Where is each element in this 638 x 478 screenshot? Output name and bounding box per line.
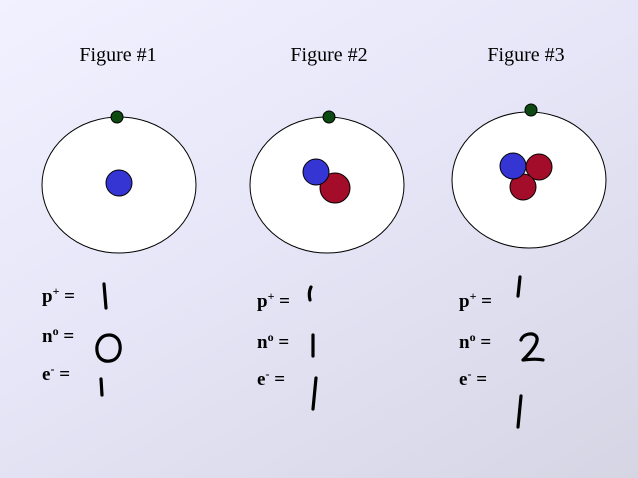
electron xyxy=(322,110,336,124)
figure-1-proton-answer xyxy=(102,282,108,310)
figure-1-neutron-answer xyxy=(95,333,122,363)
figure-3-proton-label: p+ = xyxy=(459,289,492,312)
electron xyxy=(110,110,124,124)
figure-3-proton-answer xyxy=(516,275,522,298)
figure-1-electron-label: e- = xyxy=(42,362,71,385)
figure-2-proton-answer xyxy=(307,285,313,302)
nucleus-particle-red xyxy=(319,172,351,204)
nucleus-particle-blue xyxy=(499,152,527,180)
atom-figure-3 xyxy=(451,103,607,249)
figure-3-neutron-label: no = xyxy=(459,330,492,353)
atom-figure-1 xyxy=(41,110,197,254)
figure-3-electron-answer xyxy=(516,394,523,429)
figure-3-title: Figure #3 xyxy=(487,44,565,66)
figure-2-electron-label: e- = xyxy=(257,367,286,390)
nucleus-particle-blue xyxy=(105,169,133,197)
figure-1-neutron-label: no = xyxy=(42,324,75,347)
figure-3-neutron-answer xyxy=(519,332,545,362)
figure-1-electron-answer xyxy=(99,377,104,397)
figure-2-proton-label: p+ = xyxy=(257,289,290,312)
figure-1-proton-label: p+ = xyxy=(42,284,75,307)
figure-2-neutron-label: no = xyxy=(257,330,290,353)
atom-figure-2 xyxy=(249,110,405,254)
figure-2-neutron-answer xyxy=(311,333,315,358)
figure-2-electron-answer xyxy=(311,376,318,411)
figure-1-title: Figure #1 xyxy=(79,44,157,66)
electron xyxy=(524,103,538,117)
figure-2-title: Figure #2 xyxy=(290,44,368,66)
nucleus-particle-blue xyxy=(302,158,330,186)
figure-3-electron-label: e- = xyxy=(459,367,488,390)
